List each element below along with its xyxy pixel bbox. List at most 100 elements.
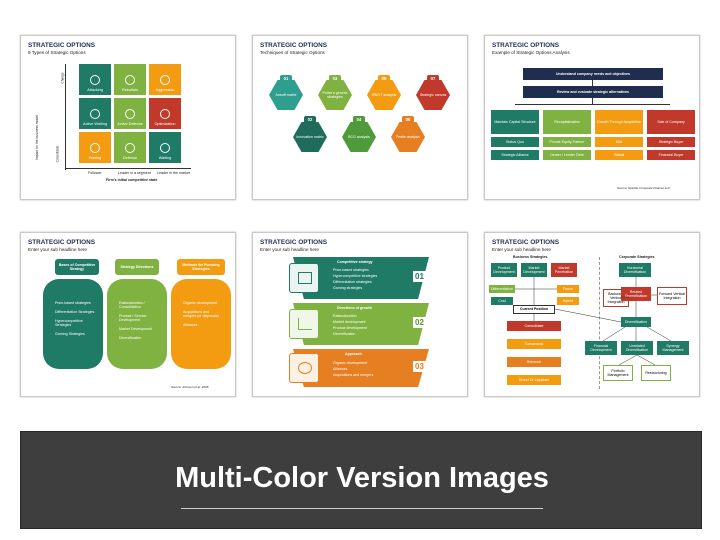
matrix-cell-rebuttals: Rebuttals (114, 64, 146, 95)
hex-number-04: 04 (353, 116, 365, 123)
slide-subtitle: Example of Strategic Options Analysis (492, 50, 570, 55)
row-icon-box-2 (289, 309, 319, 339)
corp-restructuring: Restructuring (641, 365, 671, 381)
connector (592, 98, 593, 104)
sword-icon (90, 75, 100, 85)
row-number-1: 01 (413, 271, 426, 282)
slide-title: STRATEGIC OPTIONS (28, 239, 95, 246)
y-axis-line (65, 64, 66, 170)
flow-second-box: Review and evaluate strategic alternativ… (523, 86, 663, 98)
x-level-3: Leader in the market (157, 171, 190, 175)
card-2: Rationalization / Consolidation Product … (107, 279, 167, 369)
hex-strategic-canvas: Strategic canvas (416, 80, 450, 110)
hex-pestle-analysis: Pestle analysis (391, 122, 425, 152)
hex-porters-generic: Porter's generic strategies (318, 80, 352, 110)
x-axis-line (65, 168, 191, 169)
footer-underline (181, 508, 543, 509)
matrix-cell-optimization: Optimization (149, 98, 181, 129)
corp-financial-development: Financial Development (585, 341, 617, 355)
x-level-2: Leader in a segment (118, 171, 151, 175)
slide-subtitle: 9 Types of Strategic Options (28, 50, 86, 55)
clock-icon (160, 143, 170, 153)
hex-ansoff-matrix: Ansoff matrix (269, 80, 303, 110)
hex-bcg-analysis: BCG analysis (342, 122, 376, 152)
matrix-cell-attacking: Attacking (79, 64, 111, 95)
corporate-strategies-label: Corporate Strategies (619, 255, 655, 259)
row-icon-box-3 (289, 353, 319, 383)
slide-thumbnail-2[interactable]: STRATEGIC OPTIONS Techniques of Strategi… (252, 35, 468, 200)
column-item: Strategic Buyer (647, 137, 695, 147)
row-item: Price-based strategies (333, 268, 369, 272)
gear-icon (160, 109, 170, 119)
card-item: Rationalization / Consolidation (119, 301, 145, 309)
row-item: Gaming strategies (333, 286, 363, 290)
chart-presentation-icon (298, 272, 312, 284)
card-item: Acquisitions and mergers (or disposals) (183, 310, 219, 318)
clock-icon (90, 143, 100, 153)
card-head-3: Methods for Pursuing Strategies (177, 259, 225, 275)
hex-number-03: 03 (329, 75, 341, 82)
column-head-4: Sale of Company (647, 110, 695, 134)
card-head-2: Strategy Directions (115, 259, 159, 275)
slide-title: STRATEGIC OPTIONS (260, 42, 327, 49)
slide-thumbnail-4[interactable]: STRATEGIC OPTIONS Enter your sub headlin… (20, 232, 236, 397)
slide-subtitle: Enter your sub headline here (492, 247, 551, 252)
slide-subtitle: Techniques of Strategic Options (260, 50, 325, 55)
shield-icon (125, 143, 135, 153)
y-level-bottom: Consolidate (55, 145, 60, 163)
row-item: Differentiation strategies (333, 280, 372, 284)
hex-number-07: 07 (427, 75, 439, 82)
corp-related-diversification: Related Diversification (621, 287, 651, 301)
shield-icon (125, 109, 135, 119)
business-product-development: Product Development (491, 263, 517, 277)
growth-chart-icon (298, 318, 312, 330)
approach-icon (298, 362, 312, 374)
matrix-cell-active-waiting: Active Waiting (79, 98, 111, 129)
source-note: Source: Johnson et al. 2008 (171, 385, 209, 389)
footer-banner: Multi-Color Version Images (20, 431, 702, 529)
slide-thumbnail-6[interactable]: STRATEGIC OPTIONS Enter your sub headlin… (484, 232, 700, 397)
column-head-3: Growth Through Acquisition (595, 110, 643, 134)
row-number-2: 02 (413, 317, 426, 328)
row-item: Acquisitions and mergers (333, 373, 374, 377)
row-item: Alliances (333, 367, 348, 371)
stack-consolidate: Consolidate (507, 321, 561, 331)
column-item: Strategic Alliance (491, 150, 539, 160)
corp-synergy-management: Synergy Management (657, 341, 689, 355)
column-item: M/A (595, 137, 643, 147)
stack-turnaround: Turnaround (507, 339, 561, 349)
row-head-2: Directions of growth (337, 306, 372, 310)
slide-thumbnail-5[interactable]: STRATEGIC OPTIONS Enter your sub headlin… (252, 232, 468, 397)
column-item: Financial Buyer (647, 150, 695, 160)
column-item: Private Equity Partner (543, 137, 591, 147)
y-axis-label: Impact on the business model (35, 114, 39, 160)
card-head-1: Bases of Competitive Strategy (55, 259, 99, 275)
card-3: Organic development Acquisitions and mer… (171, 279, 231, 369)
connector (592, 80, 593, 86)
card-item: Market Development (119, 327, 153, 331)
column-item: Dealer / Lender Debt (543, 150, 591, 160)
flow-top-box: Understand company needs and objectives (523, 68, 663, 80)
connector-lines (515, 277, 672, 366)
business-hybrid: Hybrid (557, 297, 579, 305)
slide-thumbnail-3[interactable]: STRATEGIC OPTIONS Example of Strategic O… (484, 35, 700, 200)
card-item: Organic development (183, 301, 218, 305)
connector (515, 104, 670, 105)
footer-title: Multi-Color Version Images (175, 462, 549, 494)
business-cost: Cost (491, 297, 513, 305)
business-market-penetration: Market Penetration (551, 263, 577, 277)
card-item: Product / Service Development (119, 314, 147, 322)
x-axis-label: Firm's initial competitive state (106, 178, 158, 182)
business-differentiation: Differentiation (489, 285, 515, 293)
corp-horizontal-diversification: Horizontal Diversification (619, 263, 651, 277)
slide-title: STRATEGIC OPTIONS (492, 239, 559, 246)
slide-thumbnail-1[interactable]: STRATEGIC OPTIONS 9 Types of Strategic O… (20, 35, 236, 200)
source-note: Source: Deloitte Corporate Finance LLC (617, 186, 671, 190)
corp-unrelated-diversification: Unrelated Diversification (621, 341, 653, 355)
matrix-cell-defense: Defense (114, 132, 146, 163)
row-item: Market development (333, 320, 366, 324)
card-item: Diversification (119, 336, 142, 340)
stack-retrench: Retrench (507, 357, 561, 367)
business-market-development: Market Development (521, 263, 547, 277)
slide-title: STRATEGIC OPTIONS (260, 239, 327, 246)
